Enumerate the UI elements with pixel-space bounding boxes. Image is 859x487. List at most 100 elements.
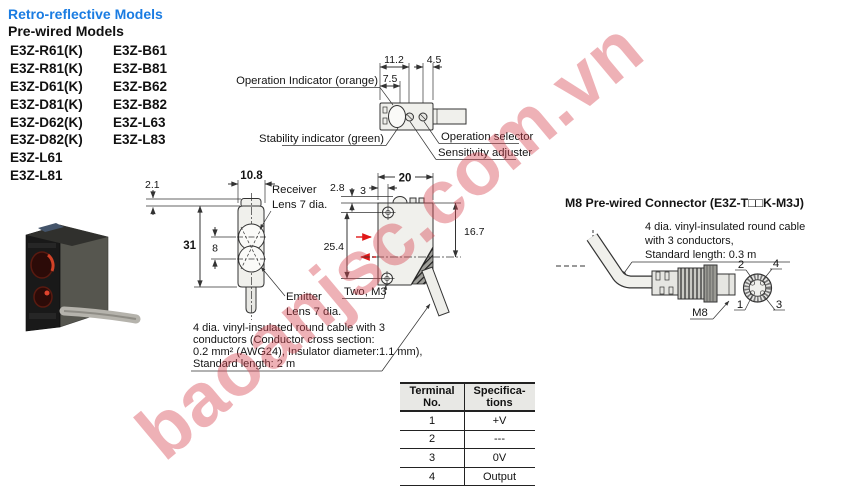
subsection-title: Pre-wired Models	[8, 23, 124, 39]
dim-11-2: 11.2	[384, 54, 404, 66]
model-number: E3Z-D61(K)	[10, 78, 83, 94]
m8-connector-section: M8 Pre-wired Connector (E3Z-T□□K-M3J) 4 …	[556, 196, 805, 320]
cable-note: 4 dia. vinyl-insulated round cable with …	[191, 303, 431, 372]
terminal-no: 3	[428, 451, 436, 464]
side-view-cable	[421, 266, 450, 317]
label-operation-indicator: Operation Indicator (orange)	[236, 75, 378, 87]
dim-10-8: 10.8	[240, 170, 263, 182]
dim-20: 20	[399, 173, 412, 185]
pin-2	[749, 280, 756, 286]
pin-label-1: 1	[737, 299, 743, 311]
m8-section-heading: M8 Pre-wired Connector (E3Z-T□□K-M3J)	[565, 196, 804, 210]
model-number: E3Z-L61	[10, 150, 63, 166]
model-number: E3Z-B81	[113, 60, 168, 76]
pin-1	[749, 290, 756, 296]
label-emitter-lens-line1: Emitter	[286, 291, 322, 303]
m8-note-line1: 4 dia. vinyl-insulated round cable	[645, 221, 805, 233]
m8-note-line2: with 3 conductors,	[644, 235, 734, 247]
m8-cable	[587, 234, 652, 288]
model-number: E3Z-R81(K)	[10, 60, 83, 76]
terminal-table: Terminal No. Specifica- tions 1 +V 2 ---…	[400, 382, 535, 487]
m8-ribbed-section	[677, 267, 705, 300]
dim-2-1: 2.1	[145, 179, 160, 191]
photo-lens-led-glow	[44, 290, 50, 296]
pin-label-2: 2	[738, 259, 744, 271]
header-line: Specifica-	[473, 385, 526, 397]
dim-4-5: 4.5	[427, 54, 442, 66]
dim-25-4: 25.4	[324, 241, 345, 253]
dim-16-7: 16.7	[464, 226, 485, 238]
front-view-diagram: 2.1 10.8 31 8 Rec	[145, 170, 341, 320]
label-m8: M8	[692, 307, 708, 319]
photo-detail-strip	[29, 313, 56, 319]
model-number: E3Z-B62	[113, 78, 168, 94]
model-number: E3Z-L83	[113, 132, 166, 148]
side-view-indicator-dome	[392, 196, 408, 204]
m8-knurled-ring	[703, 264, 718, 303]
photo-detail-strip	[28, 243, 56, 248]
cable-note-line1: 4 dia. vinyl-insulated round cable with …	[193, 322, 385, 334]
label-operation-selector: Operation selector	[441, 131, 534, 143]
top-view-cable	[432, 108, 467, 125]
dim-2-8: 2.8	[330, 182, 345, 194]
section-title: Retro-reflective Models	[8, 6, 163, 22]
product-photo	[25, 223, 141, 332]
model-number: E3Z-R61(K)	[10, 43, 83, 58]
photo-lower-lens	[33, 286, 53, 308]
table-row: 3 0V	[400, 449, 535, 468]
side-view-sensor-body	[377, 202, 434, 286]
photo-indicator-window	[38, 223, 64, 232]
dim-8: 8	[212, 243, 218, 255]
header-line: tions	[486, 397, 513, 409]
label-receiver-lens-line2: Lens 7 dia.	[272, 199, 327, 211]
cable-note-line2: conductors (Conductor cross section:	[193, 334, 375, 346]
label-stability-indicator: Stability indicator (green)	[259, 133, 384, 145]
cable-note-line3: 0.2 mm² (AWG24), Insulator diameter:1.1 …	[193, 346, 422, 358]
terminal-no: 1	[428, 414, 436, 427]
model-number: E3Z-B61	[113, 43, 168, 58]
table-row: 4 Output	[400, 467, 535, 487]
label-sensitivity-adjuster: Sensitivity adjuster	[438, 147, 532, 159]
pin-label-4: 4	[773, 258, 779, 270]
label-receiver-lens-line1: Receiver	[272, 184, 317, 196]
terminal-spec: +V	[464, 412, 534, 430]
terminal-spec: Output	[464, 467, 534, 486]
model-list-column-2: E3Z-B61 E3Z-B81 E3Z-B62 E3Z-B82 E3Z-L63 …	[113, 42, 167, 149]
model-number: E3Z-B82	[113, 96, 168, 112]
m8-pin-layout: 2 4 1 3	[734, 258, 785, 311]
pin-label-3: 3	[776, 299, 782, 311]
m8-thread-tip	[716, 273, 736, 296]
model-number: E3Z-D82(K)	[10, 132, 83, 148]
table-row: 2 ---	[400, 430, 535, 450]
dim-3: 3	[360, 185, 366, 197]
model-number: E3Z-L81	[10, 168, 63, 184]
pin-4	[759, 280, 766, 286]
model-list-column-1: E3Z-R61(K) E3Z-R81(K) E3Z-D61(K) E3Z-D81…	[10, 42, 83, 185]
model-number: E3Z-L63	[113, 114, 166, 130]
side-view-diagram: 20 3 2.8 25.4 16.7 Two, M3	[324, 173, 485, 317]
terminal-spec: ---	[464, 430, 534, 449]
photo-cable-shade	[63, 310, 137, 320]
terminal-no-header: Terminal No.	[400, 384, 464, 410]
pin-3	[759, 290, 766, 296]
front-view-cable-stub	[245, 286, 257, 314]
table-row: 1 +V	[400, 412, 535, 431]
terminal-no: 2	[428, 433, 436, 446]
photo-lens-glint	[46, 253, 55, 272]
label-two-m3: Two, M3	[344, 286, 387, 298]
specifications-header: Specifica- tions	[464, 384, 534, 410]
header-line: Terminal	[409, 385, 455, 397]
terminal-spec: 0V	[464, 449, 534, 467]
dim-7-5: 7.5	[383, 73, 398, 85]
dim-31: 31	[183, 240, 196, 252]
terminal-no: 4	[428, 470, 436, 483]
header-line: No.	[423, 397, 441, 409]
top-view-diagram: 11.2 4.5 7.5 Operation Indicator (orange…	[236, 54, 534, 160]
model-number: E3Z-D81(K)	[10, 96, 83, 112]
terminal-table-header: Terminal No. Specifica- tions	[400, 384, 535, 412]
label-emitter-lens-line2: Lens 7 dia.	[286, 306, 341, 318]
model-number: E3Z-D62(K)	[10, 114, 83, 130]
top-view-indicator-window	[388, 105, 406, 128]
